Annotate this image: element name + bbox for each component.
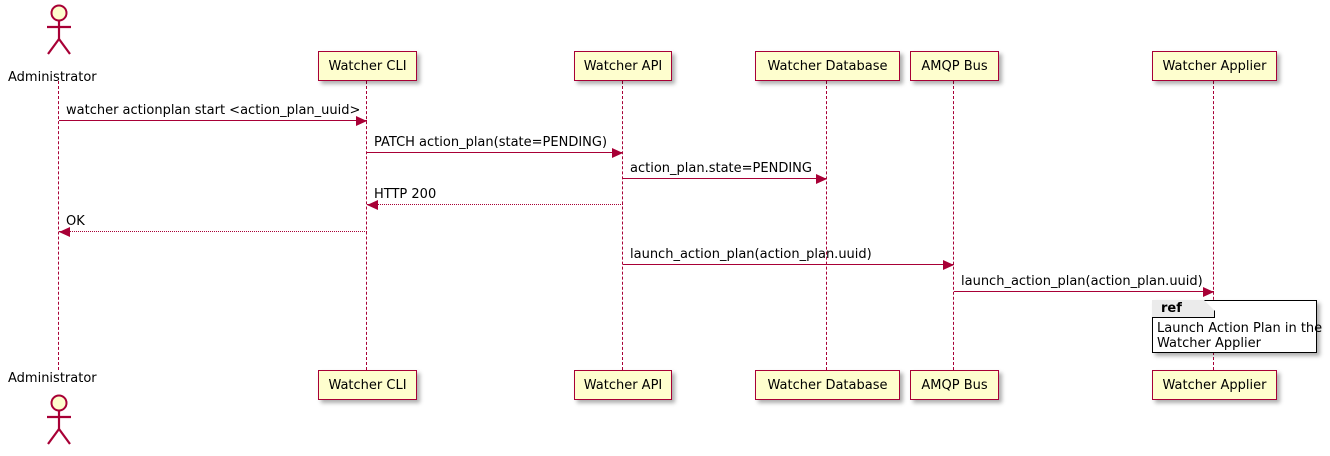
message-arrowhead-2 [612,147,623,158]
participant-applier-top[interactable]: Watcher Applier [1152,51,1277,81]
participant-api-bottom[interactable]: Watcher API [574,370,672,400]
participant-applier-bottom[interactable]: Watcher Applier [1152,370,1277,400]
lifeline-db [826,81,828,370]
participant-db-bottom[interactable]: Watcher Database [755,370,900,400]
message-label-7: launch_action_plan(action_plan.uuid) [961,274,1203,289]
lifeline-cli [366,81,368,370]
message-label-6: launch_action_plan(action_plan.uuid) [630,247,872,262]
actor-administrator-label-top: Administrator [8,70,97,85]
message-label-2: PATCH action_plan(state=PENDING) [374,135,608,150]
participant-api-top[interactable]: Watcher API [574,51,672,81]
actor-administrator-bottom [43,394,75,446]
lifeline-api [622,81,624,370]
message-line-4 [367,204,623,205]
lifeline-applier [1213,81,1215,370]
lifeline-amqp [953,81,955,370]
participant-amqp-top[interactable]: AMQP Bus [910,51,999,81]
fragment-ref-tab: ref [1152,300,1215,318]
message-line-1 [59,120,367,121]
participant-cli-top[interactable]: Watcher CLI [318,51,417,81]
participant-cli-bottom[interactable]: Watcher CLI [318,370,417,400]
message-label-3: action_plan.state=PENDING [630,161,812,176]
message-line-6 [623,264,954,265]
message-line-3 [623,178,827,179]
actor-administrator-label-bottom: Administrator [8,371,97,386]
actor-administrator-top [43,4,75,56]
message-line-2 [367,152,623,153]
message-line-7 [954,291,1214,292]
message-arrowhead-7 [1203,286,1214,297]
message-arrowhead-6 [943,259,954,270]
message-arrowhead-1 [356,115,367,126]
message-arrowhead-3 [816,173,827,184]
participant-amqp-bottom[interactable]: AMQP Bus [910,370,999,400]
participant-db-top[interactable]: Watcher Database [755,51,900,81]
message-line-5 [59,231,367,232]
message-label-4: HTTP 200 [374,187,437,202]
lifeline-administrator [58,81,60,370]
fragment-ref-body-line-2: Watcher Applier [1157,336,1261,351]
fragment-ref-body-line-1: Launch Action Plan in the [1157,321,1323,336]
message-label-1: watcher actionplan start <action_plan_uu… [66,103,361,118]
message-arrowhead-5 [59,226,70,237]
message-arrowhead-4 [367,199,378,210]
message-label-5: OK [66,214,85,229]
